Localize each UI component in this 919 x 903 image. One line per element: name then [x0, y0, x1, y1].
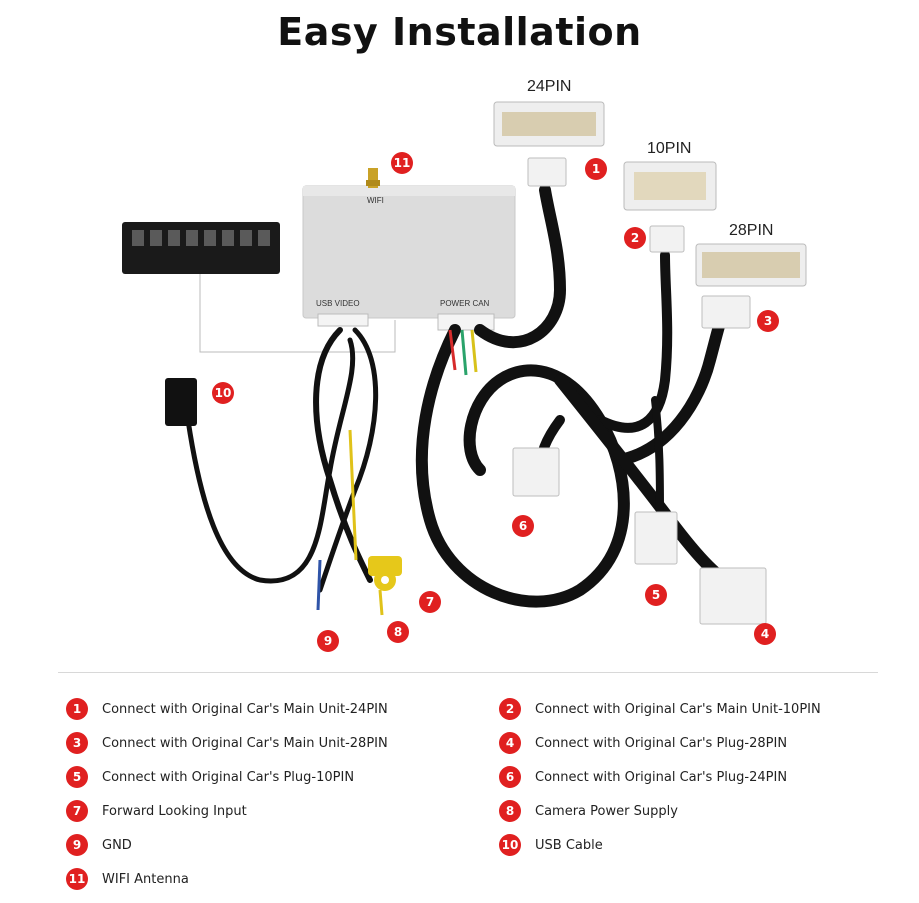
marker-5: 5: [645, 584, 667, 606]
power-can-port-label: POWER CAN: [440, 299, 490, 308]
legend-item-8: 8 Camera Power Supply: [499, 798, 678, 824]
pin-label-28: 28PIN: [729, 222, 774, 239]
legend-number-badge: 4: [499, 732, 521, 754]
marker-11: 11: [391, 152, 413, 174]
legend-number-badge: 2: [499, 698, 521, 720]
legend-number-badge: 10: [499, 834, 521, 856]
marker-4: 4: [754, 623, 776, 645]
marker-2: 2: [624, 227, 646, 249]
page-title: Easy Installation: [277, 10, 642, 54]
legend-text: Connect with Original Car's Main Unit-24…: [102, 701, 388, 717]
legend-number-badge: 11: [66, 868, 88, 890]
pin-label-24: 24PIN: [527, 78, 572, 95]
legend-item-5: 5 Connect with Original Car's Plug-10PIN: [66, 764, 354, 790]
legend-number-badge: 5: [66, 766, 88, 788]
legend-text: Camera Power Supply: [535, 803, 678, 819]
pin-label-10: 10PIN: [647, 140, 692, 157]
legend-text: Connect with Original Car's Plug-24PIN: [535, 769, 788, 785]
marker-8: 8: [387, 621, 409, 643]
pin-connector-28: [695, 243, 807, 287]
marker-1: 1: [585, 158, 607, 180]
legend-number-badge: 9: [66, 834, 88, 856]
legend-text: GND: [102, 837, 132, 853]
rca-connector: [368, 556, 402, 591]
installation-diagram: WIFI USB VIDEO POWER CAN: [122, 101, 807, 625]
legend-text: Connect with Original Car's Plug-10PIN: [102, 769, 355, 785]
wifi-port-label: WIFI: [367, 196, 384, 205]
usb-video-port-label: USB VIDEO: [316, 299, 360, 308]
legend-text: Forward Looking Input: [102, 803, 247, 819]
legend-number-badge: 6: [499, 766, 521, 788]
marker-7: 7: [419, 591, 441, 613]
marker-10: 10: [212, 382, 234, 404]
marker-6: 6: [512, 515, 534, 537]
legend-number-badge: 1: [66, 698, 88, 720]
legend-text: Connect with Original Car's Main Unit-28…: [102, 735, 388, 751]
legend-text: USB Cable: [535, 837, 603, 853]
legend-item-6: 6 Connect with Original Car's Plug-24PIN: [499, 764, 787, 790]
interface-box: WIFI USB VIDEO POWER CAN: [302, 185, 516, 331]
colored-wires: [316, 329, 478, 616]
usb-plug: [165, 378, 197, 426]
wifi-antenna: [366, 168, 380, 188]
button-strip: [122, 222, 280, 274]
legend-item-2: 2 Connect with Original Car's Main Unit-…: [499, 696, 821, 722]
marker-3: 3: [757, 310, 779, 332]
legend-item-9: 9 GND: [66, 832, 132, 858]
legend-item-3: 3 Connect with Original Car's Main Unit-…: [66, 730, 388, 756]
legend-number-badge: 8: [499, 800, 521, 822]
legend-text: Connect with Original Car's Plug-28PIN: [535, 735, 788, 751]
legend-text: WIFI Antenna: [102, 871, 189, 887]
legend-item-7: 7 Forward Looking Input: [66, 798, 247, 824]
legend-item-4: 4 Connect with Original Car's Plug-28PIN: [499, 730, 787, 756]
pin-connector-24: [493, 101, 605, 147]
legend-text: Connect with Original Car's Main Unit-10…: [535, 701, 821, 717]
marker-9: 9: [317, 630, 339, 652]
legend-item-1: 1 Connect with Original Car's Main Unit-…: [66, 696, 388, 722]
divider: [58, 672, 878, 673]
pin-connector-10: [623, 161, 717, 211]
legend-number-badge: 7: [66, 800, 88, 822]
legend-number-badge: 3: [66, 732, 88, 754]
white-connectors: [512, 157, 767, 625]
legend-item-10: 10 USB Cable: [499, 832, 603, 858]
guide-line: [199, 274, 396, 353]
legend-item-11: 11 WIFI Antenna: [66, 866, 189, 892]
